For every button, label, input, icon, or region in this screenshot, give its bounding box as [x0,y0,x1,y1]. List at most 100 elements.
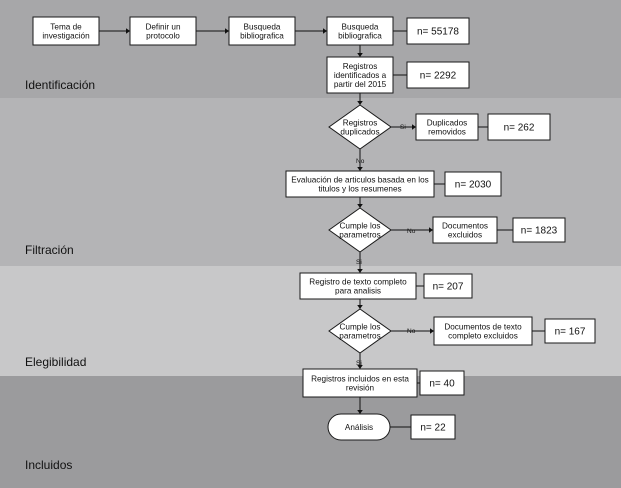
node-text-line: Registro de texto completo [309,278,407,287]
node-text-line: Registros [343,119,378,128]
node-analisis: Análisis [327,413,391,441]
process-box [415,113,479,141]
node-text-line: bibliografica [240,32,284,41]
node-text-line: titulos y los resumenes [318,185,401,194]
process-box [302,368,418,398]
arrowhead [357,53,363,57]
decision-diamond [328,104,392,150]
node-text-line: Documentos de texto [444,323,522,332]
arrowhead [357,305,363,309]
phase-label-incluidos: Incluidos [25,458,72,472]
node-text-line: Registros incluidos en esta [311,375,409,384]
node-text-line: excluidos [448,231,482,240]
count-box [444,171,502,197]
process-box [433,316,533,346]
count-box [419,370,465,396]
count-box [487,113,551,141]
arrowhead [357,167,363,171]
node-n-registros2015: n= 2292 [406,61,470,89]
node-text-line: partir del 2015 [334,80,387,89]
edge-label-no-cumple2: No [407,328,416,335]
edge-label-si-duplicados: Si [400,124,406,131]
arrowhead [357,269,363,273]
process-box [129,16,197,46]
arrowhead [429,227,433,233]
phase-label-filtracion: Filtración [25,243,74,257]
node-text-line: duplicados [340,128,379,137]
process-box [326,16,394,46]
node-n-doc-texto-excl: n= 167 [544,318,596,344]
node-text-line: Duplicados [427,119,468,128]
count-box [544,318,596,344]
node-text-line: Análisis [345,423,373,432]
node-text-line: para analisis [335,287,381,296]
node-text-line: n= 40 [429,379,455,390]
arrowhead [357,204,363,208]
node-text-line: n= 262 [504,123,535,134]
node-evaluacion: Evaluación de articulos basada en lostit… [285,170,435,198]
terminal-shape [327,413,391,441]
node-text-line: Cumple los [340,323,381,332]
node-text-line: protocolo [146,32,180,41]
count-box [406,17,470,45]
node-n-analisis: n= 22 [410,414,456,440]
node-text-line: n= 2030 [455,180,492,191]
process-box [228,16,296,46]
node-text-line: removidos [428,128,466,137]
node-text-line: identificados a [334,71,387,80]
node-text-line: n= 22 [420,423,446,434]
arrowhead [357,365,363,369]
node-text-line: Definir un [145,23,180,32]
node-text-line: parametros [339,231,380,240]
node-text-line: n= 55178 [417,27,459,38]
node-text-line: n= 2292 [420,71,457,82]
node-text-line: Busqueda [244,23,281,32]
decision-diamond [328,308,392,354]
arrowhead [225,28,229,34]
process-box [285,170,435,198]
node-n-incluidos: n= 40 [419,370,465,396]
arrowhead [412,124,416,130]
process-box [432,216,498,244]
decision-diamond [328,207,392,253]
node-n-texto: n= 207 [423,273,473,299]
node-text-line: Registros [343,62,378,71]
node-text-line: revisión [346,384,375,393]
arrowhead [357,410,363,414]
process-box [299,272,417,300]
edge-label-no-duplicados: No [356,158,365,165]
node-text-line: Tema de [50,23,82,32]
count-box [406,61,470,89]
arrowhead [126,28,130,34]
node-text-line: bibliografica [338,32,382,41]
node-n-busqueda: n= 55178 [406,17,470,45]
arrowhead [430,328,434,334]
node-text-line: Evaluación de articulos basada en los [291,176,428,185]
arrowhead [357,101,363,105]
node-n-doc-excl: n= 1823 [512,217,566,243]
node-text-line: Busqueda [342,23,379,32]
phase-label-identificacion: Identificación [25,78,95,92]
node-text-line: investigación [42,32,90,41]
node-text-line: n= 207 [433,282,464,293]
count-box [423,273,473,299]
count-box [410,414,456,440]
edge-label-no-cumple1: No [407,228,416,235]
arrowhead [323,28,327,34]
edge-label-si-cumple2: Si [356,360,362,367]
edge-label-si-cumple1: Si [356,259,362,266]
